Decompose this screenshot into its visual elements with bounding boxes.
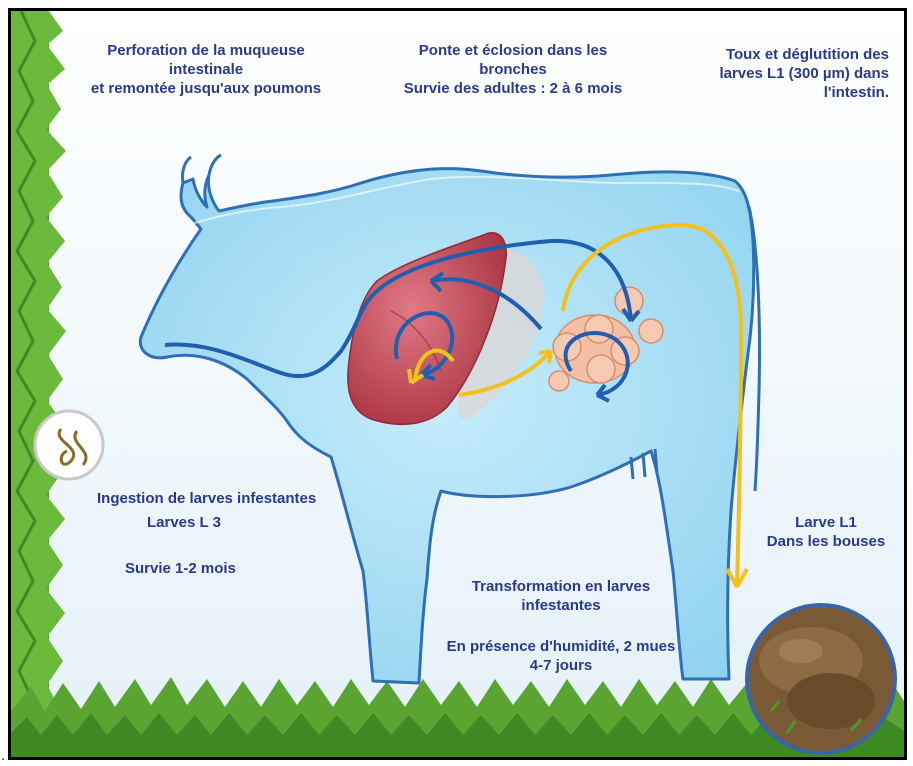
label-humidite: En présence d'humidité, 2 mues 4-7 jours bbox=[431, 637, 691, 675]
stray-dot: . bbox=[1, 748, 5, 762]
label-larve-l1: Larve L1 Dans les bouses bbox=[763, 513, 889, 551]
label-toux: Toux et déglutition des larves L1 (300 µ… bbox=[701, 45, 889, 102]
label-ingestion: Ingestion de larves infestantes bbox=[97, 489, 357, 508]
label-transformation: Transformation en larves infestantes bbox=[451, 577, 671, 615]
larva-lens-icon bbox=[35, 411, 103, 479]
label-survie: Survie 1-2 mois bbox=[125, 559, 275, 578]
label-larves-l3: Larves L 3 bbox=[147, 513, 267, 532]
label-ponte: Ponte et éclosion dans les bronches Surv… bbox=[383, 41, 643, 98]
diagram-frame: Perforation de la muqueuse intestinale e… bbox=[8, 8, 907, 760]
label-perforation: Perforation de la muqueuse intestinale e… bbox=[71, 41, 341, 98]
dung-photo-icon bbox=[747, 605, 895, 753]
